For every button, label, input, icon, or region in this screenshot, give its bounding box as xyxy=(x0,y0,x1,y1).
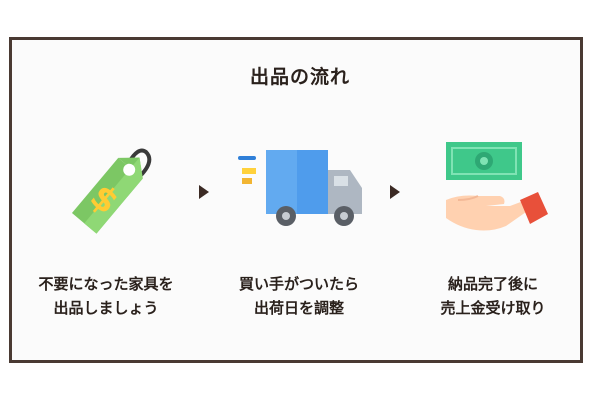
step-1-caption-line-2: 出品しましょう xyxy=(53,299,159,317)
step-2-caption-line-2: 出荷日を調整 xyxy=(253,299,344,317)
step-3-caption-line-2: 売上金受け取り xyxy=(440,299,546,317)
price-tag-icon: $ xyxy=(71,148,152,234)
flow-arrow-2 xyxy=(390,185,400,199)
flow-arrow-1 xyxy=(199,185,209,199)
step-1-caption-line-1: 不要になった家具を xyxy=(38,275,174,293)
hand-money-icon xyxy=(446,142,548,231)
step-3-caption: 納品完了後に 売上金受け取り xyxy=(398,272,588,320)
step-2-caption-line-1: 買い手がついたら xyxy=(238,275,359,293)
step-1-caption: 不要になった家具を 出品しましょう xyxy=(11,272,201,320)
step-2-caption: 買い手がついたら 出荷日を調整 xyxy=(204,272,394,320)
delivery-truck-icon xyxy=(238,150,362,226)
flow-title: 出品の流れ xyxy=(249,66,350,88)
step-3-caption-line-1: 納品完了後に xyxy=(447,275,538,293)
